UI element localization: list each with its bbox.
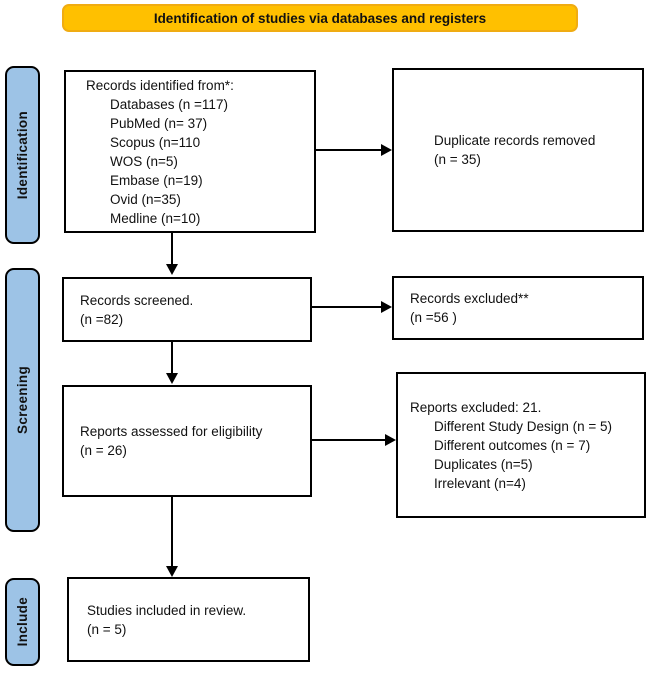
records-identified-title: Records identified from*:: [86, 77, 234, 93]
records-identified-item: Databases (n =117): [110, 96, 228, 112]
studies-included-count: (n = 5): [87, 621, 127, 637]
stage-label-include-text: Include: [15, 597, 30, 647]
records-excluded-title: Records excluded**: [410, 291, 529, 306]
duplicates-removed-count: (n = 35): [434, 152, 481, 167]
box-duplicate-records-removed: Duplicate records removed (n = 35): [392, 68, 644, 232]
reports-excluded-item: Different Study Design (n = 5): [434, 418, 612, 434]
arrow-screened-to-assessed-icon: [165, 342, 178, 384]
records-identified-item: WOS (n=5): [110, 153, 178, 169]
banner-identification-of-studies: Identification of studies via databases …: [62, 4, 578, 32]
records-identified-item: Medline (n=10): [110, 210, 201, 226]
stage-label-include: Include: [5, 578, 40, 666]
stage-label-screening-text: Screening: [15, 366, 30, 434]
reports-assessed-count: (n = 26): [80, 443, 127, 458]
box-reports-assessed: Reports assessed for eligibility (n = 26…: [62, 385, 312, 497]
box-records-identified: Records identified from*: Databases (n =…: [64, 70, 316, 233]
records-screened-count: (n =82): [80, 311, 124, 327]
reports-excluded-item: Irrelevant (n=4): [434, 475, 526, 491]
stage-label-identification: Identification: [5, 66, 40, 244]
reports-assessed-title: Reports assessed for eligibility: [80, 424, 263, 439]
reports-excluded-item: Duplicates (n=5): [434, 456, 533, 472]
box-records-screened: Records screened. (n =82): [62, 277, 312, 342]
banner-label: Identification of studies via databases …: [153, 10, 487, 26]
stage-label-identification-text: Identification: [15, 110, 30, 200]
arrow-assessed-to-included-icon: [165, 497, 178, 577]
stage-label-screening: Screening: [5, 268, 40, 532]
box-studies-included: Studies included in review. (n = 5): [67, 577, 310, 662]
records-identified-item: PubMed (n= 37): [110, 115, 208, 131]
arrow-identified-to-duplicates-icon: [316, 143, 392, 156]
records-screened-title: Records screened.: [80, 292, 194, 308]
records-excluded-count: (n =56 ): [410, 310, 457, 325]
records-identified-item: Scopus (n=110: [110, 134, 201, 150]
records-identified-item: Ovid (n=35): [110, 191, 181, 207]
arrow-identified-to-screened-icon: [165, 233, 178, 275]
arrow-assessed-to-reports-excluded-icon: [312, 433, 396, 446]
reports-excluded-title: Reports excluded: 21.: [410, 399, 542, 415]
reports-excluded-item: Different outcomes (n = 7): [434, 437, 591, 453]
studies-included-title: Studies included in review.: [87, 602, 247, 618]
arrow-screened-to-excluded-icon: [312, 300, 392, 313]
duplicates-removed-title: Duplicate records removed: [434, 133, 596, 148]
records-identified-item: Embase (n=19): [110, 172, 203, 188]
box-reports-excluded: Reports excluded: 21. Different Study De…: [396, 372, 646, 518]
box-records-excluded: Records excluded** (n =56 ): [392, 276, 644, 340]
